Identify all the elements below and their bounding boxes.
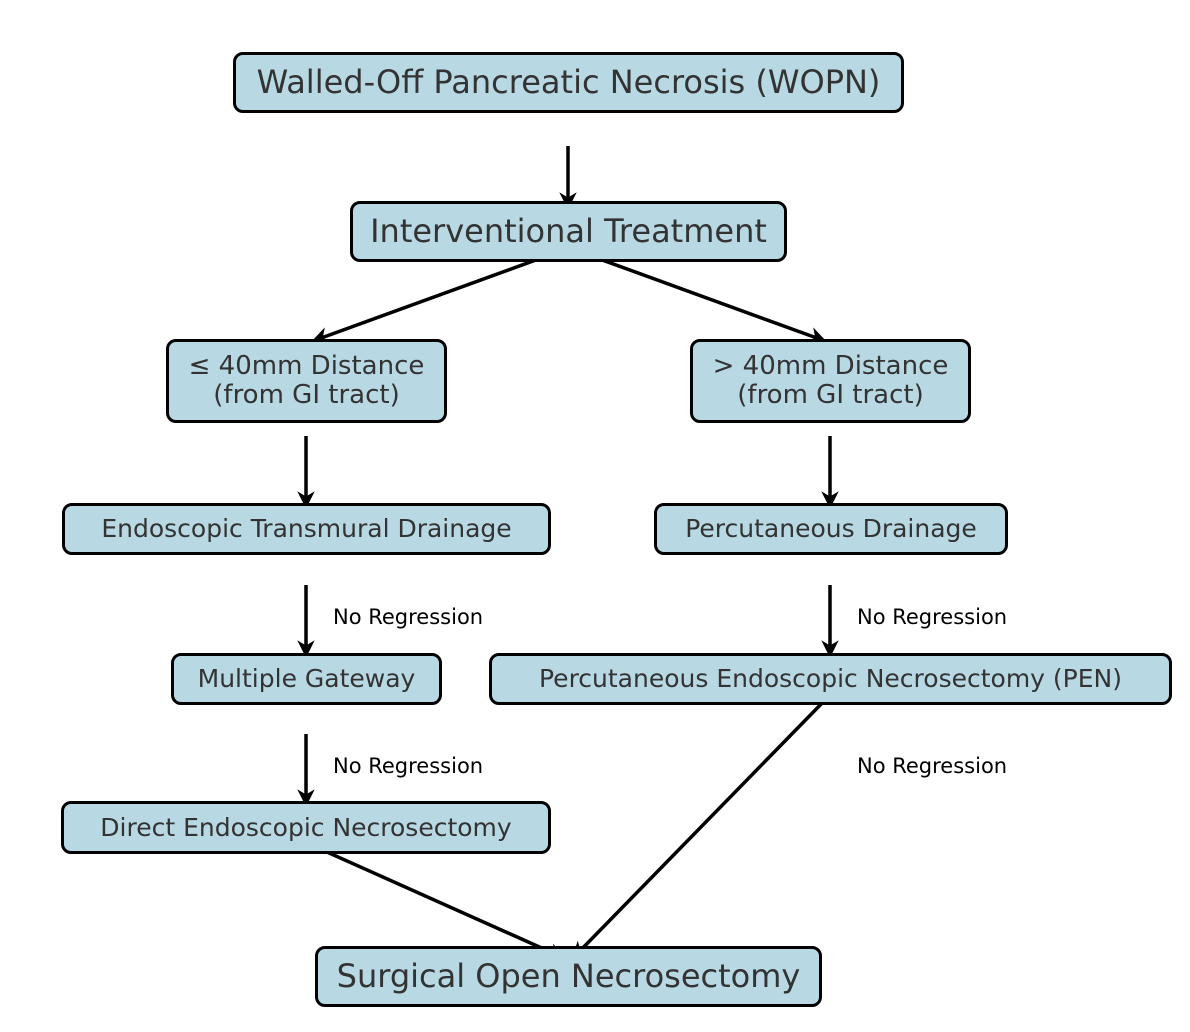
edge-label-right-no-regression-1: No Regression <box>857 605 1008 629</box>
node-direct-endoscopic-necrosectomy-label: Direct Endoscopic Necrosectomy <box>100 812 512 842</box>
node-direct-endoscopic-necrosectomy: Direct Endoscopic Necrosectomy <box>61 801 551 854</box>
node-multiple-gateway: Multiple Gateway <box>171 653 442 705</box>
node-surgical-open-necrosectomy-label: Surgical Open Necrosectomy <box>336 956 801 995</box>
edge-label-left-no-regression-2: No Regression <box>333 754 484 778</box>
arrow-interventional-to-le40 <box>311 247 567 344</box>
arrow-interventional-to-gt40 <box>571 247 827 344</box>
node-le40-line1: ≤ 40mm Distance <box>188 351 425 382</box>
node-surgical-open-necrosectomy: Surgical Open Necrosectomy <box>315 946 822 1007</box>
node-endoscopic-transmural-drainage-label: Endoscopic Transmural Drainage <box>101 514 512 544</box>
node-interventional-treatment-label: Interventional Treatment <box>370 211 767 250</box>
edge-label-right-no-regression-2: No Regression <box>857 754 1008 778</box>
node-interventional-treatment: Interventional Treatment <box>350 201 787 262</box>
arrow-pen-to-surgical <box>571 695 830 960</box>
node-le40-line2: (from GI tract) <box>213 380 400 410</box>
node-multiple-gateway-label: Multiple Gateway <box>197 664 416 694</box>
node-percutaneous-drainage-label: Percutaneous Drainage <box>685 514 977 544</box>
node-gt40-distance: > 40mm Distance (from GI tract) <box>690 339 971 423</box>
edge-label-left-no-regression-1: No Regression <box>333 605 484 629</box>
arrow-direct-necrosectomy-to-surgical <box>308 842 566 960</box>
node-gt40-line2: (from GI tract) <box>737 380 924 410</box>
node-percutaneous-drainage: Percutaneous Drainage <box>654 503 1008 555</box>
node-gt40-line1: > 40mm Distance <box>712 351 949 382</box>
node-wopn-label: Walled-Off Pancreatic Necrosis (WOPN) <box>256 62 881 101</box>
node-pen: Percutaneous Endoscopic Necrosectomy (PE… <box>489 653 1172 705</box>
node-endoscopic-transmural-drainage: Endoscopic Transmural Drainage <box>62 503 551 555</box>
node-pen-label: Percutaneous Endoscopic Necrosectomy (PE… <box>539 664 1122 694</box>
node-le40-distance: ≤ 40mm Distance (from GI tract) <box>166 339 447 423</box>
node-wopn: Walled-Off Pancreatic Necrosis (WOPN) <box>233 52 904 113</box>
